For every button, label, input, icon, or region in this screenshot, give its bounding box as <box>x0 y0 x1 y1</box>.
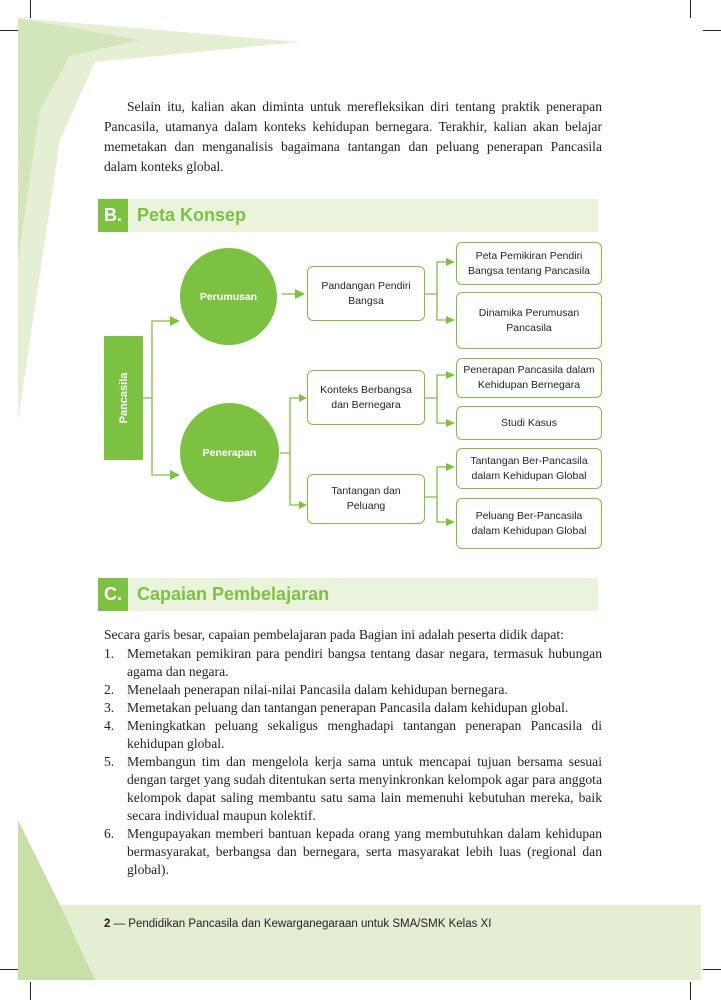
list-item: 1. Memetakan pemikiran para pendiri bangs… <box>104 645 602 681</box>
concept-root-pancasila: Pancasila <box>104 336 143 460</box>
list-item: 4. Meningkatkan peluang sekaligus menghad… <box>104 717 602 753</box>
list-item-text: Membangun tim dan mengelola kerja sama u… <box>127 754 602 823</box>
concept-penerapan: Penerapan <box>180 403 279 502</box>
section-c-title: Capaian Pembelajaran <box>137 584 330 604</box>
page-footer: 2 — Pendidikan Pancasila dan Kewarganega… <box>104 918 491 930</box>
intro-paragraph: Selain itu, kalian akan diminta untuk me… <box>104 99 602 174</box>
page-number: 2 <box>104 918 111 930</box>
section-b-letter: B. <box>98 199 128 232</box>
list-item-text: Memetakan pemikiran para pendiri bangsa … <box>127 646 602 679</box>
footer-text: — Pendidikan Pancasila dan Kewarganegara… <box>110 918 492 930</box>
capaian-intro: Secara garis besar, capaian pembelajaran… <box>104 627 564 642</box>
list-item-text: Mengupayakan memberi bantuan kepada oran… <box>127 826 602 877</box>
crop-mark <box>0 969 18 970</box>
crop-mark <box>703 969 721 970</box>
concept-perumusan: Perumusan <box>180 248 277 345</box>
concept-peluang-global: Peluang Ber-Pancasila dalam Kehidupan Gl… <box>456 498 602 549</box>
concept-tantangan-global: Tantangan Ber-Pancasila dalam Kehidupan … <box>456 448 602 489</box>
list-item-number: 4. <box>104 718 115 733</box>
list-item: 2. Menelaah penerapan nilai-nilai Pancasi… <box>104 681 602 699</box>
concept-penerapan-pancasila: Penerapan Pancasila dalam Kehidupan Bern… <box>456 358 602 398</box>
list-item: 5. Membangun tim dan mengelola kerja sama… <box>104 753 602 825</box>
list-item-text: Menelaah penerapan nilai-nilai Pancasila… <box>127 682 508 697</box>
crop-mark <box>703 30 721 31</box>
list-item: 6. Mengupayakan memberi bantuan kepada or… <box>104 825 602 879</box>
concept-studi-kasus: Studi Kasus <box>456 406 602 440</box>
crop-mark <box>30 0 31 18</box>
section-b-header: B. Peta Konsep <box>98 199 598 232</box>
list-item-text: Meningkatkan peluang sekaligus menghadap… <box>127 718 602 751</box>
crop-mark <box>0 30 18 31</box>
list-item-number: 3. <box>104 700 115 715</box>
list-item-number: 5. <box>104 754 115 769</box>
section-b-title: Peta Konsep <box>137 205 247 225</box>
list-item-number: 2. <box>104 682 115 697</box>
capaian-list: 1. Memetakan pemikiran para pendiri bangs… <box>104 645 602 879</box>
list-item-number: 6. <box>104 826 115 841</box>
crop-mark <box>690 982 691 1000</box>
section-c-header: C. Capaian Pembelajaran <box>98 578 598 611</box>
list-item-text: Memetakan peluang dan tantangan penerapa… <box>127 700 569 715</box>
list-item: 3. Memetakan peluang dan tantangan penera… <box>104 699 602 717</box>
concept-peta-pemikiran: Peta Pemikiran Pendiri Bangsa tentang Pa… <box>456 242 602 285</box>
concept-pandangan-pendiri-bangsa: Pandangan Pendiri Bangsa <box>307 266 425 321</box>
crop-mark <box>30 982 31 1000</box>
crop-mark <box>690 0 691 18</box>
list-item-number: 1. <box>104 646 115 661</box>
section-c-letter: C. <box>98 578 128 611</box>
concept-root-label: Pancasila <box>117 372 130 424</box>
concept-dinamika-perumusan: Dinamika Perumusan Pancasila <box>456 292 602 349</box>
concept-konteks-berbangsa: Konteks Berbangsa dan Bernegara <box>307 370 425 425</box>
concept-tantangan-peluang: Tantangan dan Peluang <box>307 474 425 524</box>
